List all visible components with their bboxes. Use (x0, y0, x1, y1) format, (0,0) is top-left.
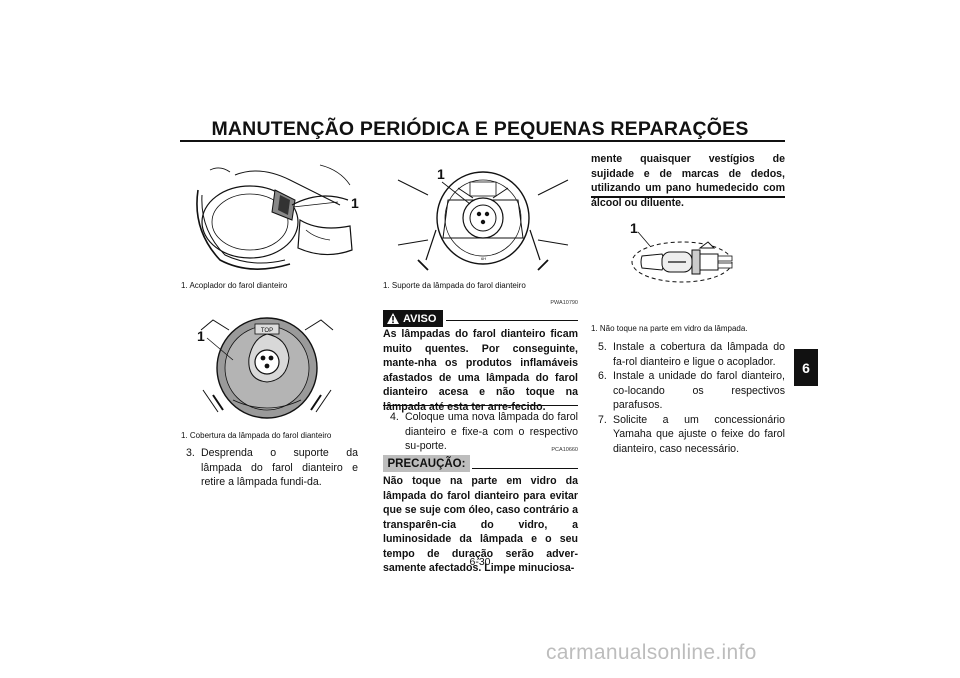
aviso-badge: AVISO (383, 310, 443, 327)
caution-text: Não toque na parte em vidro da lâmpada d… (383, 475, 578, 574)
aviso-text: As lâmpadas do farol dianteiro ficam mui… (383, 328, 578, 413)
watermark: carmanualsonline.info (546, 641, 757, 664)
bulb-holder-illustration: 6H (397, 171, 569, 271)
fig4-caption: 1. Não toque na parte em vidro da lâmpad… (591, 324, 748, 333)
steps-list: 5. Instale a cobertura da lâmpada do fa-… (598, 340, 785, 456)
step-4-text: Coloque uma nova lâmpada do farol diante… (405, 411, 578, 452)
caution-top-rule (472, 468, 578, 469)
bulb-cover-illustration: TOP (200, 317, 334, 419)
fig3-callout-number: 1 (437, 166, 445, 182)
figure-bulb-holder: 6H 1 (388, 160, 578, 272)
caution-badge: PRECAUÇÃO: (383, 455, 470, 472)
fig2-callout-number: 1 (197, 328, 205, 344)
caution-reference-code: PCA10660 (551, 447, 578, 453)
aviso-top-rule (446, 320, 578, 321)
caution-label: PRECAUÇÃO: (387, 457, 466, 470)
chapter-tab: 6 (794, 349, 818, 386)
step-3: 3. Desprenda o suporte da lâmpada do far… (186, 446, 358, 490)
step-5-text: Instale a cobertura da lâmpada do fa-rol… (613, 341, 785, 368)
page-number: 6-30 (469, 556, 491, 568)
step-7-text: Solicite a um concessionário Yamaha que … (613, 413, 785, 455)
warning-triangle-icon (387, 313, 399, 324)
svg-text:6H: 6H (481, 256, 486, 261)
step-4: 4. Coloque uma nova lâmpada do farol dia… (390, 410, 578, 454)
halogen-bulb-illustration (631, 231, 733, 283)
caution-text-continued: mente quaisquer vestígios de sujidade e … (591, 153, 785, 209)
step-6-text: Instale a unidade do farol dianteiro, co… (613, 370, 785, 411)
aviso-bottom-rule (383, 405, 578, 406)
fig1-callout-number: 1 (351, 195, 359, 211)
aviso-reference-code: PWA10790 (550, 300, 578, 306)
step-7-number: 7. (598, 413, 607, 426)
fig3-caption: 1. Suporte da lâmpada do farol dianteiro (383, 281, 526, 290)
page-title: MANUTENÇÃO PERIÓDICA E PEQUENAS REPARAÇÕ… (211, 118, 749, 140)
list-item: 5. Instale a cobertura da lâmpada do fa-… (598, 340, 785, 369)
aviso-label: AVISO (403, 312, 437, 325)
figure-bulb-cover: TOP 1 (193, 300, 341, 422)
caution-bottom-rule (591, 196, 785, 198)
fig1-caption: 1. Acoplador do farol dianteiro (181, 281, 288, 290)
headlight-coupler-illustration (196, 164, 353, 270)
header-divider (180, 140, 785, 142)
step-3-number: 3. (186, 447, 195, 459)
figure-halogen-bulb: 1 (626, 220, 756, 286)
step-3-text: Desprenda o suporte da lâmpada do farol … (201, 447, 358, 488)
step-5-number: 5. (598, 341, 607, 353)
step-6-number: 6. (598, 370, 607, 382)
top-marking: TOP (261, 328, 273, 334)
list-item: 7. Solicite a um concessionário Yamaha q… (598, 413, 785, 457)
step-4-number: 4. (390, 411, 399, 423)
fig2-caption: 1. Cobertura da lâmpada do farol diantei… (181, 431, 332, 440)
list-item: 6. Instale a unidade do farol dianteiro,… (598, 369, 785, 413)
figure-headlight-coupler: 1 (180, 160, 359, 276)
fig4-callout-number: 1 (630, 220, 638, 236)
